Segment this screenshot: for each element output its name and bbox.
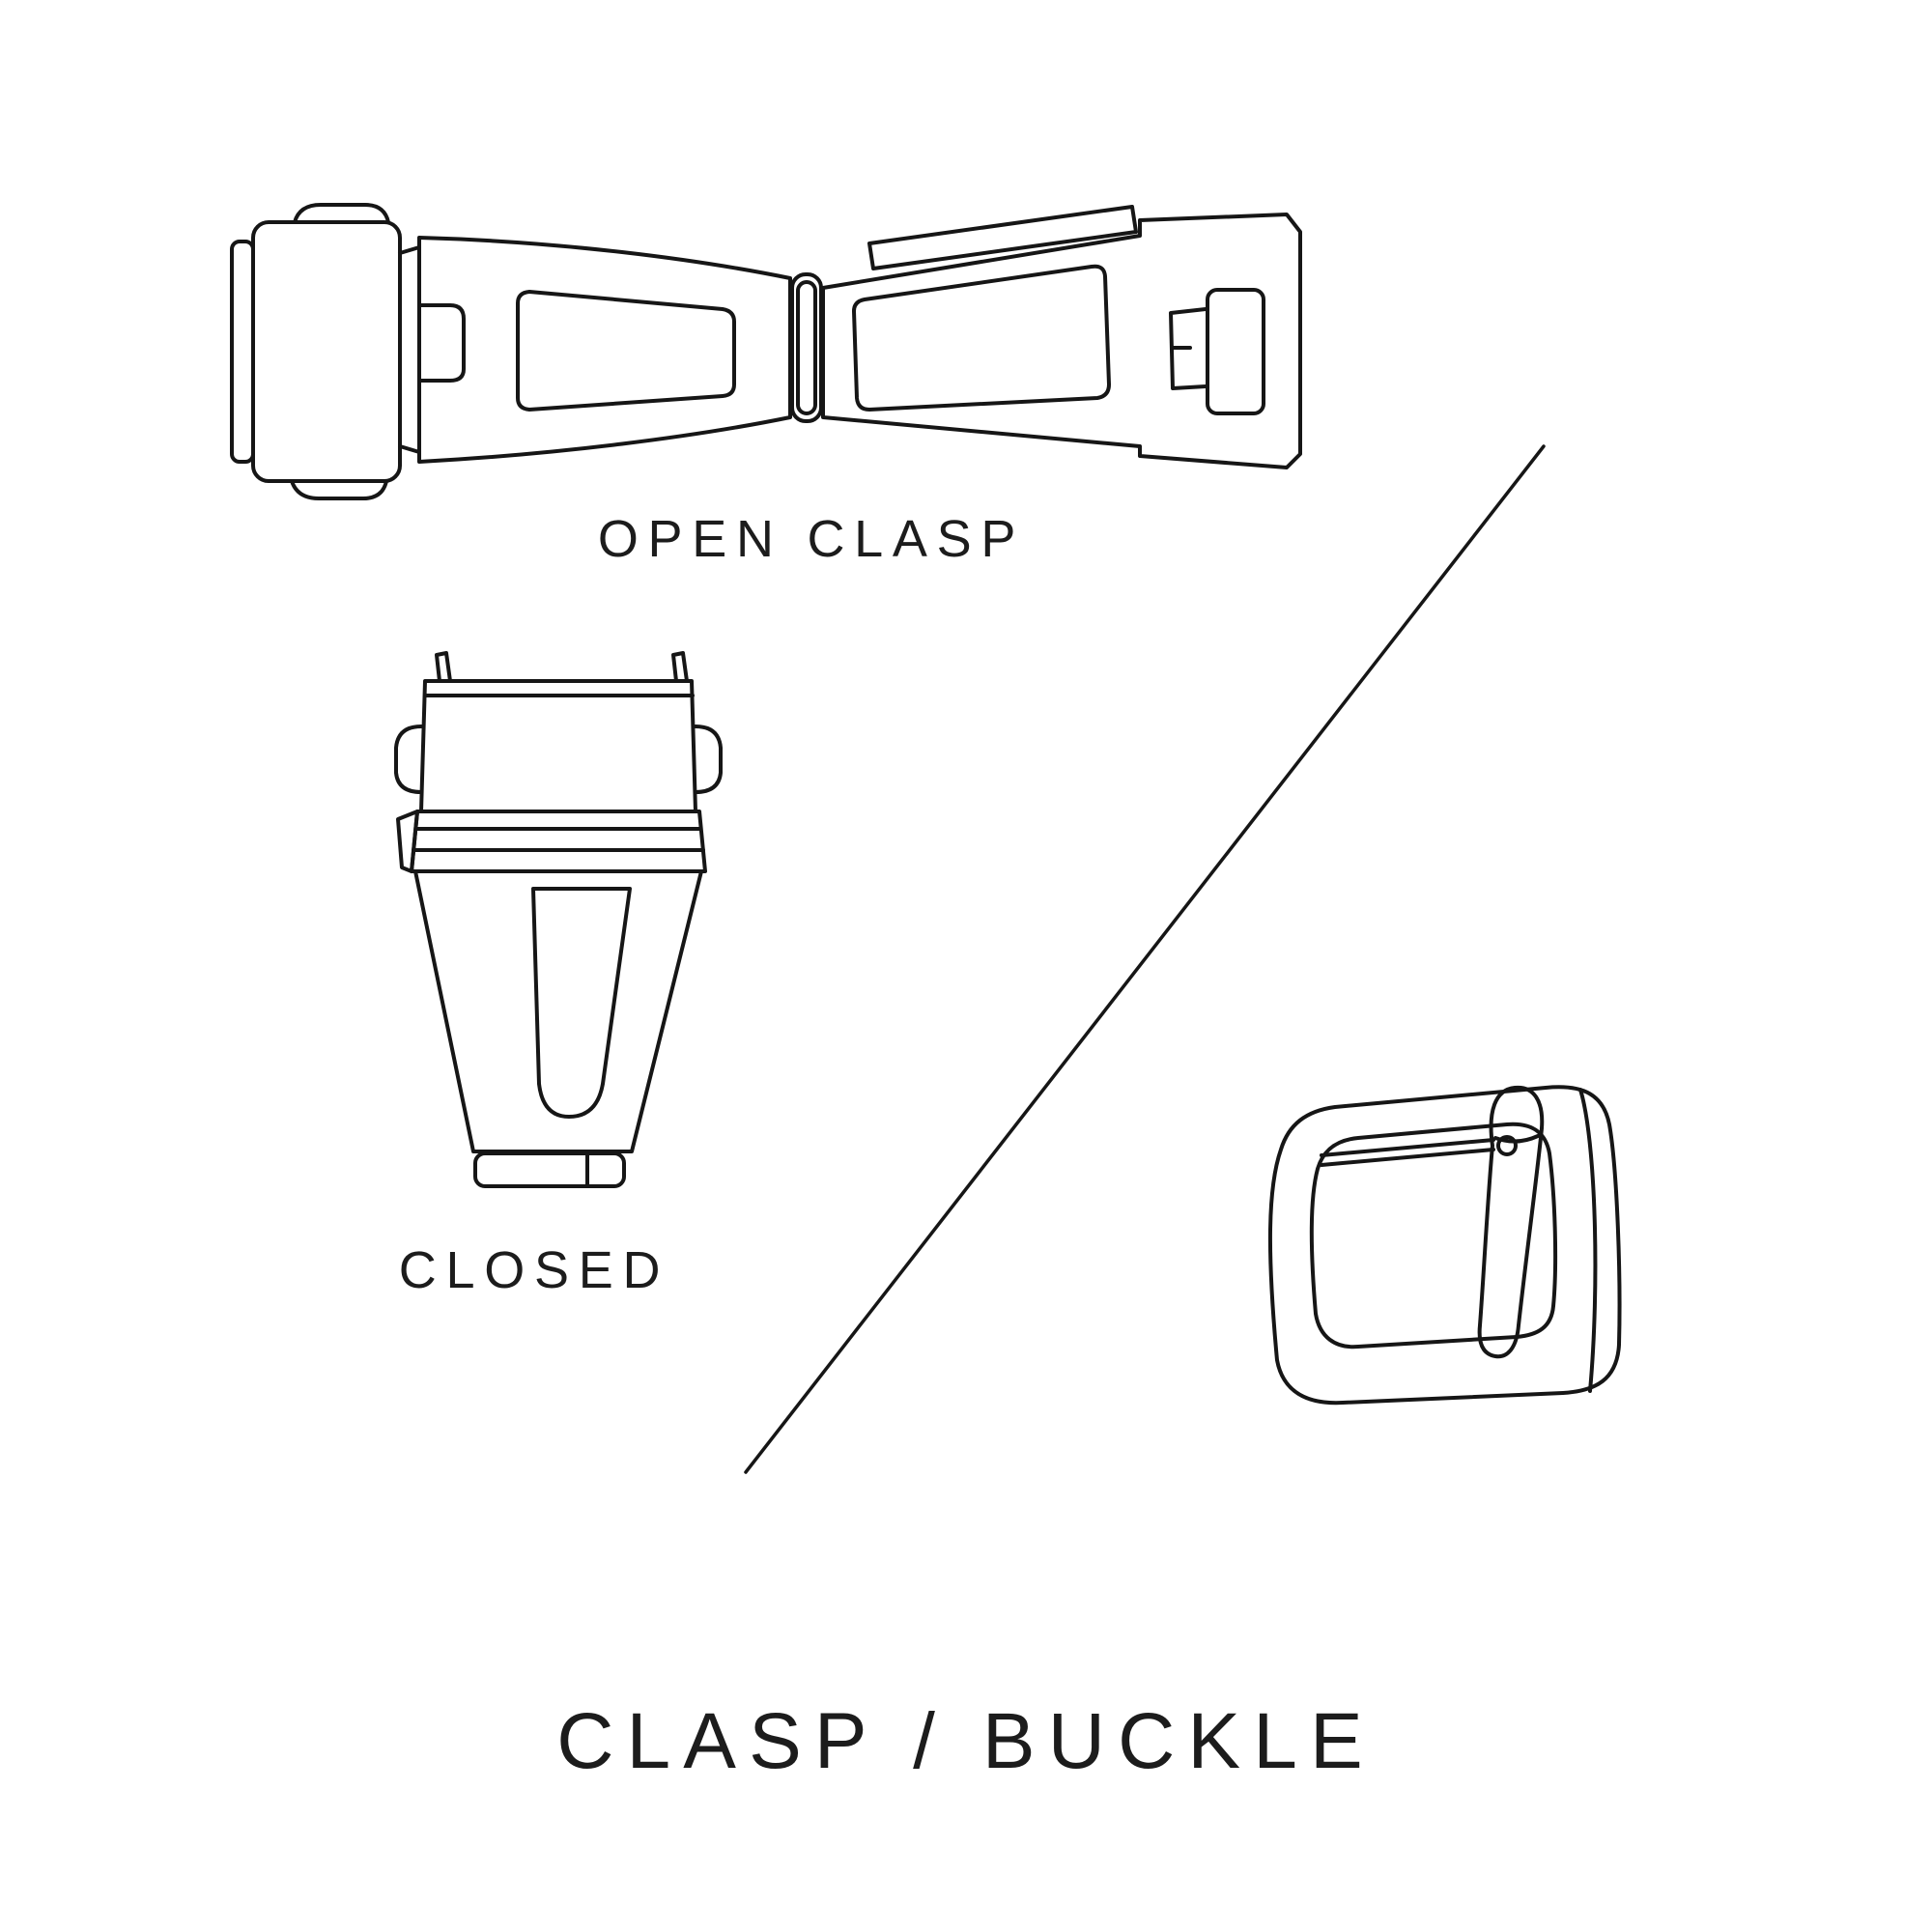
closed-clasp-label: CLOSED [398, 1241, 670, 1299]
closed-clasp-illustration [394, 651, 723, 1188]
divider-line [744, 444, 1546, 1474]
open-clasp-illustration [230, 203, 1302, 500]
open-clasp-label: OPEN CLASP [597, 510, 1026, 568]
page-title: CLASP / BUCKLE [556, 1697, 1376, 1785]
tang-buckle-illustration [1267, 1085, 1622, 1406]
